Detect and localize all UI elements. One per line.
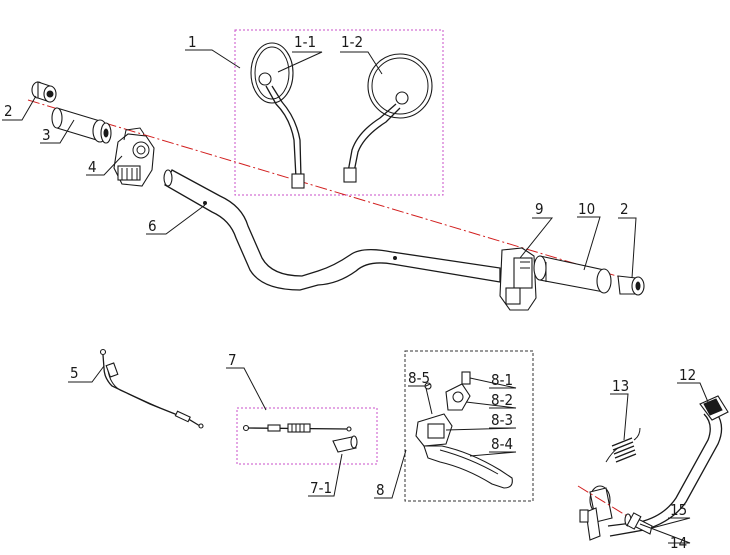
- callout-6: 6: [148, 217, 157, 235]
- callout-2-right: 2: [620, 200, 629, 218]
- left-switch-housing: [113, 127, 155, 187]
- callout-3: 3: [42, 126, 51, 144]
- callout-2-left: 2: [4, 102, 13, 120]
- handlebar-tube: [164, 169, 501, 291]
- return-spring: [605, 427, 641, 463]
- bar-end-weight-right: [617, 275, 645, 296]
- callout-8-4: 8-4: [491, 435, 513, 453]
- pivot-bolt: [624, 512, 653, 535]
- callout-8-2: 8-2: [491, 391, 513, 409]
- lever-8-group-box: [404, 350, 534, 502]
- callout-1-1: 1-1: [294, 33, 316, 51]
- callout-5: 5: [70, 364, 79, 382]
- callout-12: 12: [679, 366, 696, 384]
- cable-7-group-box: [236, 407, 378, 465]
- throttle-housing: [499, 247, 537, 311]
- callout-7: 7: [228, 351, 237, 369]
- callout-8-1: 8-1: [491, 371, 513, 389]
- callout-1: 1: [188, 33, 197, 51]
- leader-lines: [2, 49, 709, 544]
- callout-4: 4: [88, 158, 97, 176]
- callout-8-5: 8-5: [408, 369, 430, 387]
- handlebar-center-axis: [27, 99, 641, 284]
- callout-1-2: 1-2: [341, 33, 363, 51]
- cable-boot-7-1: [332, 435, 358, 453]
- callout-15: 15: [670, 501, 687, 519]
- mirror-right: [343, 53, 433, 183]
- throttle-cable: [99, 348, 204, 429]
- left-grip: [51, 107, 112, 144]
- callout-13: 13: [612, 377, 629, 395]
- right-grip: [533, 255, 612, 294]
- callout-14: 14: [670, 534, 687, 552]
- clutch-cable: [242, 423, 352, 433]
- clutch-lever-assembly: [415, 371, 513, 489]
- callout-8: 8: [376, 481, 385, 499]
- mirror-group-box: [234, 29, 444, 196]
- brake-pedal: [579, 395, 729, 541]
- mirror-left: [250, 42, 305, 189]
- callout-10: 10: [578, 200, 595, 218]
- bar-end-weight-left: [31, 81, 57, 103]
- callout-8-3: 8-3: [491, 411, 513, 429]
- handlebar-left-end: [163, 169, 173, 187]
- callout-9: 9: [535, 200, 544, 218]
- callout-7-1: 7-1: [310, 479, 332, 497]
